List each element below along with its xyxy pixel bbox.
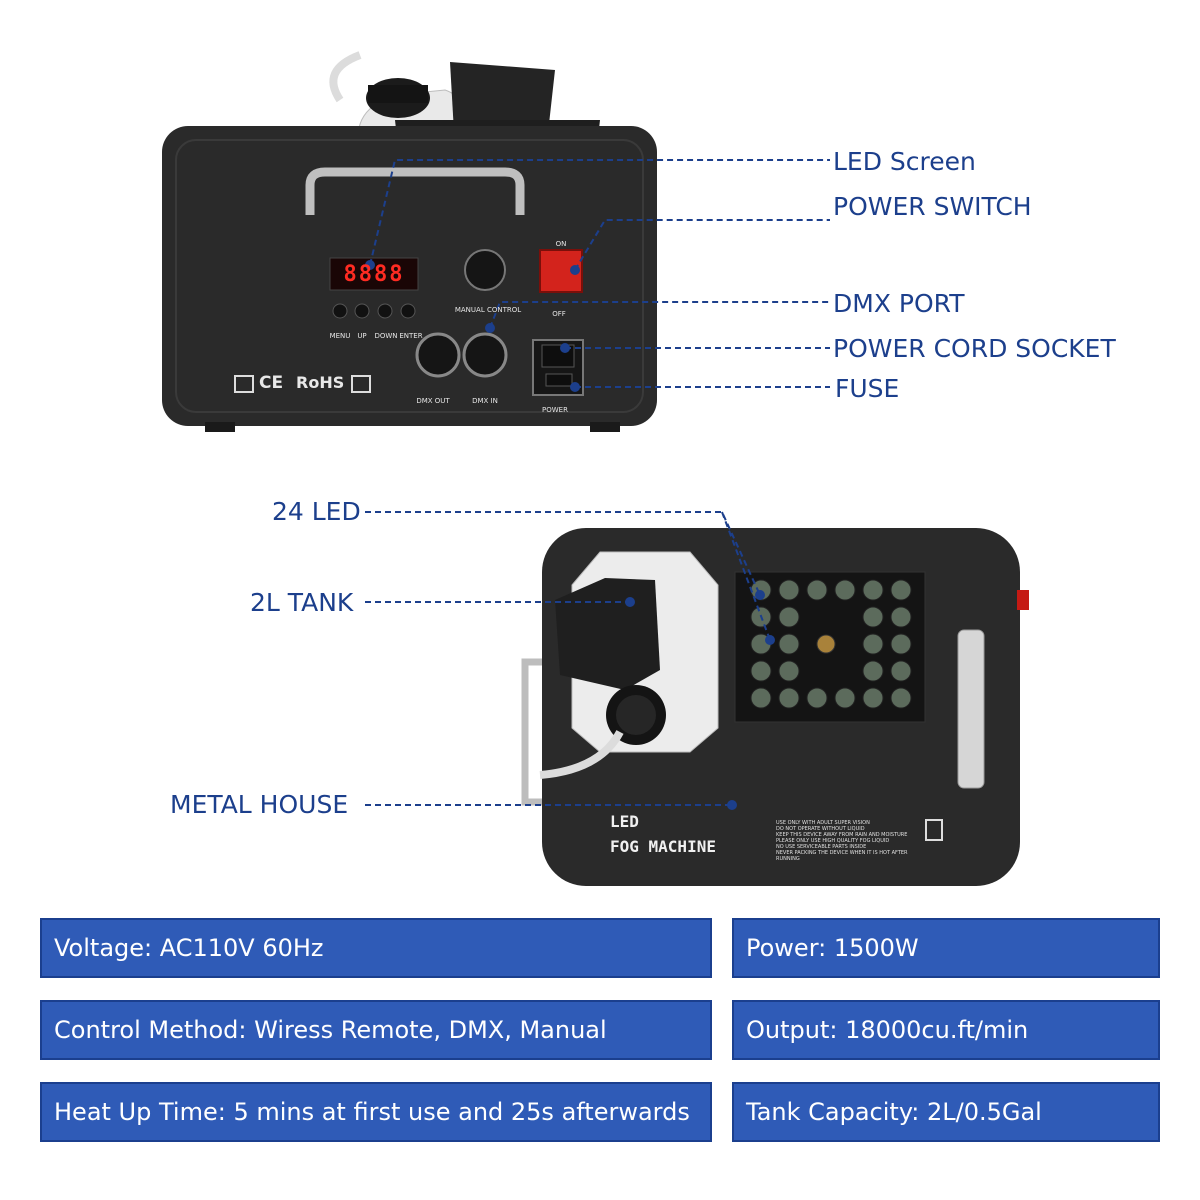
- led-bulb: [778, 579, 800, 601]
- warning-line: DO NOT OPERATE WITHOUT LIQUID: [776, 826, 865, 832]
- led-bulb: [890, 687, 912, 709]
- warning-line: KEEP THIS DEVICE AWAY FROM RAIN AND MOIS…: [776, 832, 908, 838]
- led-bulb: [862, 687, 884, 709]
- callout-fuse: FUSE: [835, 374, 900, 403]
- warning-line: NO USE SERVICEABLE PARTS INSIDE: [776, 844, 867, 850]
- warning-text-block: USE ONLY WITH ADULT SUPER VISION DO NOT …: [776, 820, 926, 862]
- button-label-menu: MENU: [329, 332, 351, 340]
- manual-control-port: [464, 249, 506, 291]
- callout-dmx-port: DMX PORT: [833, 289, 965, 318]
- ce-mark: CE: [259, 373, 284, 393]
- led-bulb: [778, 633, 800, 655]
- dmx-in-port: [462, 332, 508, 378]
- callout-metal-house: METAL HOUSE: [170, 790, 349, 819]
- side-view-illustration: [365, 511, 1029, 886]
- led-bulb: [890, 660, 912, 682]
- side-handle-bar: [957, 629, 985, 789]
- brand-line-1: LED: [610, 812, 639, 831]
- house-mark-icon: [234, 375, 254, 393]
- callout-2l-tank: 2L TANK: [250, 588, 354, 617]
- led-bulb: [862, 660, 884, 682]
- spec-tank-capacity: Tank Capacity: 2L/0.5Gal: [732, 1082, 1160, 1142]
- recycle-mark-icon: [351, 375, 371, 393]
- manual-control-label: MANUAL CONTROL: [454, 306, 522, 314]
- warning-line: NEVER PACKING THE DEVICE WHEN IT IS HOT …: [776, 850, 908, 862]
- led-bulb: [890, 606, 912, 628]
- spec-power: Power: 1500W: [732, 918, 1160, 978]
- led-bulb: [778, 606, 800, 628]
- dmx-out-port: [415, 332, 461, 378]
- warning-line: PLEASE ONLY USE HIGH QUALITY FOG LIQUID: [776, 838, 890, 844]
- led-bulb: [778, 687, 800, 709]
- switch-on-label: ON: [555, 240, 567, 248]
- callout-power-cord-socket: POWER CORD SOCKET: [833, 334, 1116, 363]
- side-leader-dots: [625, 590, 775, 810]
- led-bulb: [834, 579, 856, 601]
- led-bulb: [890, 579, 912, 601]
- led-display-digits: 8888: [343, 262, 405, 287]
- spec-control-method: Control Method: Wiress Remote, DMX, Manu…: [40, 1000, 712, 1060]
- led-bulb: [750, 660, 772, 682]
- led-bulb: [778, 660, 800, 682]
- led-bulb: [806, 687, 828, 709]
- led-bulb: [750, 687, 772, 709]
- led-bulb: [862, 606, 884, 628]
- led-bulb: [890, 633, 912, 655]
- button-label-enter: ENTER: [399, 332, 423, 340]
- button-label-up: UP: [357, 332, 367, 340]
- power-label: POWER: [542, 406, 568, 414]
- dmx-in-label: DMX IN: [472, 397, 498, 405]
- side-leader-lines: [365, 511, 771, 806]
- back-view-illustration: [162, 51, 830, 432]
- callout-led-screen: LED Screen: [833, 147, 976, 176]
- led-bulb: [806, 579, 828, 601]
- back-leader-dots: [365, 260, 580, 392]
- led-bulb: [862, 633, 884, 655]
- button-label-down: DOWN: [374, 332, 398, 340]
- callout-24-led: 24 LED: [272, 497, 361, 526]
- spec-output: Output: 18000cu.ft/min: [732, 1000, 1160, 1060]
- carry-handle: [305, 167, 525, 215]
- led-array: [750, 579, 912, 709]
- callout-power-switch: POWER SWITCH: [833, 192, 1032, 221]
- led-bulb: [862, 579, 884, 601]
- switch-off-label: OFF: [552, 310, 566, 318]
- spec-voltage: Voltage: AC110V 60Hz: [40, 918, 712, 978]
- led-bulb: [834, 687, 856, 709]
- control-buttons: [332, 303, 416, 319]
- fog-outlet: [816, 634, 836, 654]
- brand-line-2: FOG MACHINE: [610, 837, 716, 856]
- fuse-holder: [545, 373, 573, 387]
- back-leader-lines: [369, 159, 830, 388]
- spec-heat-up-time: Heat Up Time: 5 mins at first use and 25…: [40, 1082, 712, 1142]
- warning-line: USE ONLY WITH ADULT SUPER VISION: [776, 820, 870, 826]
- dmx-out-label: DMX OUT: [416, 397, 450, 405]
- rohs-mark: RoHS: [296, 373, 345, 392]
- fire-warning-icon: [925, 819, 943, 841]
